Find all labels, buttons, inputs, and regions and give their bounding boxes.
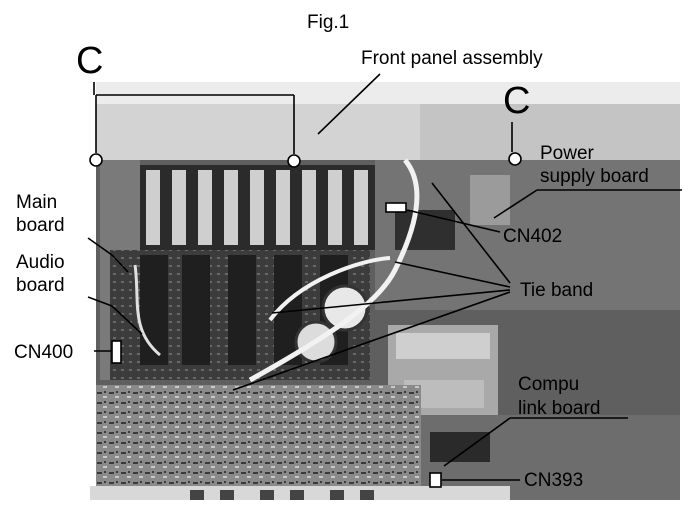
front-panel-label: Front panel assembly <box>361 48 543 69</box>
figure-title: Fig.1 <box>307 12 350 33</box>
tie-band-label: Tie band <box>520 280 594 301</box>
c-right-label: C <box>503 80 531 122</box>
cn393-connector <box>429 472 442 488</box>
leader-lines <box>87 73 682 481</box>
compu-link-label-2: link board <box>518 398 601 419</box>
audio-board-label-2: board <box>16 275 65 296</box>
lower-pcb <box>96 385 421 500</box>
cn400-connector <box>111 340 122 364</box>
c-left-label: C <box>76 40 104 82</box>
c-bracket <box>93 82 513 154</box>
heatsink <box>130 165 380 250</box>
cn393-label: CN393 <box>524 470 584 491</box>
power-supply-label-2: supply board <box>540 166 649 187</box>
main-board-label-1: Main <box>16 192 58 213</box>
screw-c-1 <box>89 153 103 167</box>
screw-c-2 <box>287 154 301 168</box>
cn400-label: CN400 <box>14 342 74 363</box>
cn402-connector <box>385 202 407 213</box>
cn402-label: CN402 <box>503 226 563 247</box>
audio-board-label-1: Audio <box>16 252 65 273</box>
wire-harness-1 <box>248 158 420 383</box>
compu-link-label-1: Compu <box>518 374 580 395</box>
wire-harness-2 <box>268 256 391 322</box>
main-board-label-2: board <box>16 215 65 236</box>
power-supply-label-1: Power <box>540 143 594 164</box>
screw-c-3 <box>508 152 522 166</box>
